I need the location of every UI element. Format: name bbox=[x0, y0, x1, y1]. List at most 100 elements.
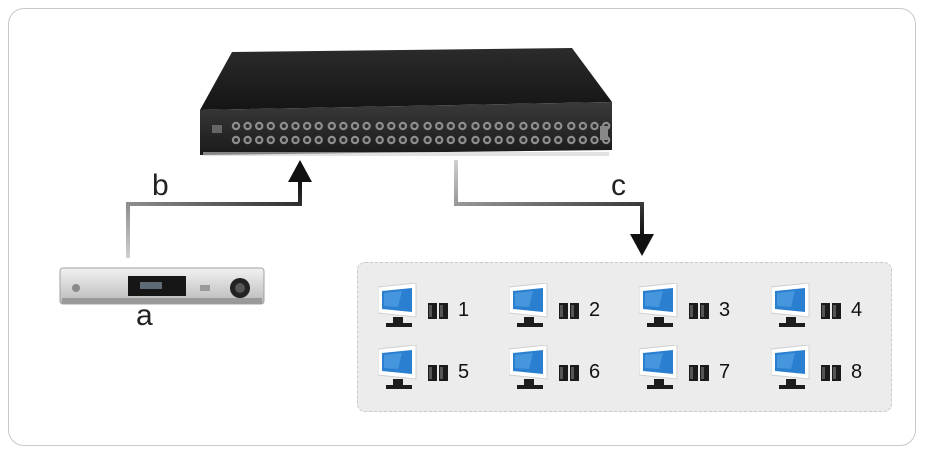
power-led bbox=[212, 125, 222, 133]
bnc-connector-pin bbox=[533, 124, 537, 128]
bnc-connector-pin bbox=[257, 124, 262, 128]
rack-device bbox=[200, 48, 612, 156]
station-number: 3 bbox=[719, 299, 731, 321]
station-number: 1 bbox=[458, 299, 470, 321]
input-connection bbox=[126, 160, 312, 258]
station-6: 6 bbox=[509, 345, 619, 395]
bnc-connector-pin bbox=[329, 138, 334, 142]
bnc-connector-pin bbox=[377, 138, 382, 142]
bnc-connector-pin bbox=[473, 138, 478, 142]
bnc-connector-pin bbox=[389, 138, 394, 142]
bnc-connector-pin bbox=[305, 138, 310, 142]
bnc-connector-pin bbox=[556, 124, 561, 128]
source-device bbox=[59, 267, 265, 305]
bnc-connector-pin bbox=[341, 124, 346, 128]
bnc-connector-pin bbox=[508, 138, 513, 142]
bnc-connector-pin bbox=[521, 124, 526, 128]
bnc-connector-pin bbox=[485, 124, 490, 128]
bnc-connector-pin bbox=[234, 124, 238, 128]
speaker-icon bbox=[689, 365, 709, 381]
label-a: a bbox=[136, 299, 153, 332]
monitor-icon bbox=[378, 345, 417, 389]
station-number: 4 bbox=[851, 299, 863, 321]
bnc-connector-pin bbox=[460, 138, 465, 142]
station-number: 7 bbox=[719, 361, 731, 383]
station-5: 5 bbox=[378, 345, 488, 395]
station-2: 2 bbox=[509, 283, 619, 333]
station-3: 3 bbox=[639, 283, 749, 333]
station-number: 2 bbox=[589, 299, 601, 321]
speaker-icon bbox=[821, 303, 841, 319]
bnc-connector-pin bbox=[400, 138, 405, 142]
bnc-connector-pin bbox=[592, 124, 597, 128]
speaker-icon bbox=[559, 365, 579, 381]
bnc-connector-pin bbox=[569, 138, 574, 142]
bnc-connector-pin bbox=[293, 124, 298, 128]
bnc-connector-pin bbox=[460, 124, 465, 128]
output-connection bbox=[454, 160, 654, 256]
monitor-icon bbox=[771, 345, 810, 389]
output-arrow-head bbox=[630, 234, 654, 256]
bnc-connector-pin bbox=[364, 138, 369, 142]
bnc-connector-pin bbox=[569, 124, 574, 128]
bnc-connector-pin bbox=[556, 138, 561, 142]
bnc-connector-pin bbox=[412, 138, 417, 142]
bnc-connector-pin bbox=[485, 138, 490, 142]
bnc-connector-pin bbox=[293, 138, 298, 142]
bnc-connector-pin bbox=[268, 124, 273, 128]
bnc-connector-pin bbox=[437, 124, 442, 128]
station-number: 6 bbox=[589, 361, 601, 383]
bnc-connector-pin bbox=[353, 138, 357, 142]
bnc-connector-pin bbox=[544, 124, 549, 128]
bnc-connector-pin bbox=[245, 138, 250, 142]
bnc-connector-pin bbox=[521, 138, 526, 142]
bnc-connector-pin bbox=[281, 124, 286, 128]
station-number: 8 bbox=[851, 361, 863, 383]
bnc-connector-pin bbox=[316, 124, 321, 128]
bnc-connector-pin bbox=[425, 138, 430, 142]
station-number: 5 bbox=[458, 361, 470, 383]
bnc-connector-pin bbox=[353, 124, 357, 128]
bnc-connector-pin bbox=[234, 138, 238, 142]
bnc-connector-pin bbox=[364, 124, 369, 128]
bnc-connector-pin bbox=[377, 124, 382, 128]
bnc-connector-pin bbox=[448, 124, 453, 128]
speaker-icon bbox=[689, 303, 709, 319]
label-b: b bbox=[152, 169, 169, 202]
bnc-connector-pin bbox=[544, 138, 549, 142]
bnc-connectors bbox=[231, 121, 611, 145]
station-8: 8 bbox=[771, 345, 881, 395]
bnc-connector-pin bbox=[257, 138, 262, 142]
bnc-connector-pin bbox=[412, 124, 417, 128]
station-1: 1 bbox=[378, 283, 488, 333]
bnc-connector-pin bbox=[316, 138, 321, 142]
bnc-connector-pin bbox=[473, 124, 478, 128]
bnc-connector-pin bbox=[268, 138, 273, 142]
standby-button bbox=[72, 284, 80, 292]
bnc-connector-pin bbox=[448, 138, 453, 142]
bnc-connector-pin bbox=[437, 138, 442, 142]
speaker-icon bbox=[821, 365, 841, 381]
speaker-icon bbox=[559, 303, 579, 319]
bnc-connector-pin bbox=[305, 124, 310, 128]
monitor-icon bbox=[378, 283, 417, 327]
power-switch bbox=[600, 126, 608, 140]
bnc-connector-pin bbox=[580, 124, 585, 128]
monitor-icon bbox=[639, 345, 678, 389]
monitor-icon bbox=[509, 345, 548, 389]
speaker-icon bbox=[428, 365, 448, 381]
bnc-connector-pin bbox=[281, 138, 286, 142]
bnc-connector-pin bbox=[533, 138, 537, 142]
monitor-icon bbox=[639, 283, 678, 327]
monitor-icon bbox=[771, 283, 810, 327]
bnc-connector-pin bbox=[508, 124, 513, 128]
bnc-connector-pin bbox=[496, 124, 501, 128]
bnc-connector-pin bbox=[592, 138, 597, 142]
bnc-connector-pin bbox=[389, 124, 394, 128]
monitor-icon bbox=[509, 283, 548, 327]
bnc-connector-pin bbox=[329, 124, 334, 128]
bnc-connector-pin bbox=[425, 124, 430, 128]
station-4: 4 bbox=[771, 283, 881, 333]
label-c: c bbox=[611, 169, 626, 202]
